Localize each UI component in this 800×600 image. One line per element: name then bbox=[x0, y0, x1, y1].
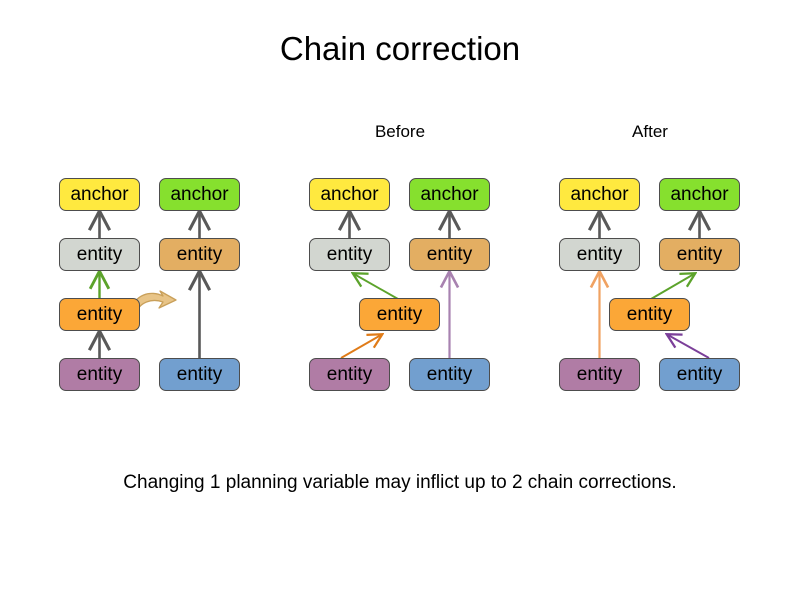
node-p3-entity-orange[interactable]: entity bbox=[609, 298, 690, 331]
node-p3-entity-tan[interactable]: entity bbox=[659, 238, 740, 271]
move-arrow-icon bbox=[130, 290, 177, 315]
panel-initial-arrows bbox=[100, 213, 200, 358]
node-p2-entity-orange[interactable]: entity bbox=[359, 298, 440, 331]
panel-label-before: Before bbox=[374, 122, 426, 141]
slide-caption: Changing 1 planning variable may inflict… bbox=[123, 472, 677, 493]
node-p1-entity-tan[interactable]: entity bbox=[159, 238, 240, 271]
panel-after-arrows bbox=[600, 213, 710, 359]
node-p3-anchor-left[interactable]: anchor bbox=[559, 178, 640, 211]
node-p2-entity-gray[interactable]: entity bbox=[309, 238, 390, 271]
page-title: Chain correction bbox=[279, 30, 521, 67]
panel-before-arrows bbox=[340, 213, 450, 359]
node-p1-entity-blue[interactable]: entity bbox=[159, 358, 240, 391]
node-p3-entity-blue[interactable]: entity bbox=[659, 358, 740, 391]
panel-label-after: After bbox=[632, 122, 668, 141]
node-p3-anchor-right[interactable]: anchor bbox=[659, 178, 740, 211]
arrow-p3-orange-to-tan bbox=[650, 274, 694, 300]
node-p2-entity-blue[interactable]: entity bbox=[409, 358, 490, 391]
arrow-p2-orange-to-gray bbox=[354, 274, 399, 300]
node-p2-anchor-right[interactable]: anchor bbox=[409, 178, 490, 211]
node-p1-anchor-right[interactable]: anchor bbox=[159, 178, 240, 211]
node-p1-entity-gray[interactable]: entity bbox=[59, 238, 140, 271]
arrow-p2-purple-to-orange bbox=[340, 335, 381, 359]
node-p1-entity-purple[interactable]: entity bbox=[59, 358, 140, 391]
arrow-p3-blue-to-orange bbox=[668, 335, 710, 359]
node-p3-entity-gray[interactable]: entity bbox=[559, 238, 640, 271]
node-p2-entity-purple[interactable]: entity bbox=[309, 358, 390, 391]
node-p2-anchor-left[interactable]: anchor bbox=[309, 178, 390, 211]
node-p1-entity-orange[interactable]: entity bbox=[59, 298, 140, 331]
node-p3-entity-purple[interactable]: entity bbox=[559, 358, 640, 391]
node-p2-entity-tan[interactable]: entity bbox=[409, 238, 490, 271]
node-p1-anchor-left[interactable]: anchor bbox=[59, 178, 140, 211]
